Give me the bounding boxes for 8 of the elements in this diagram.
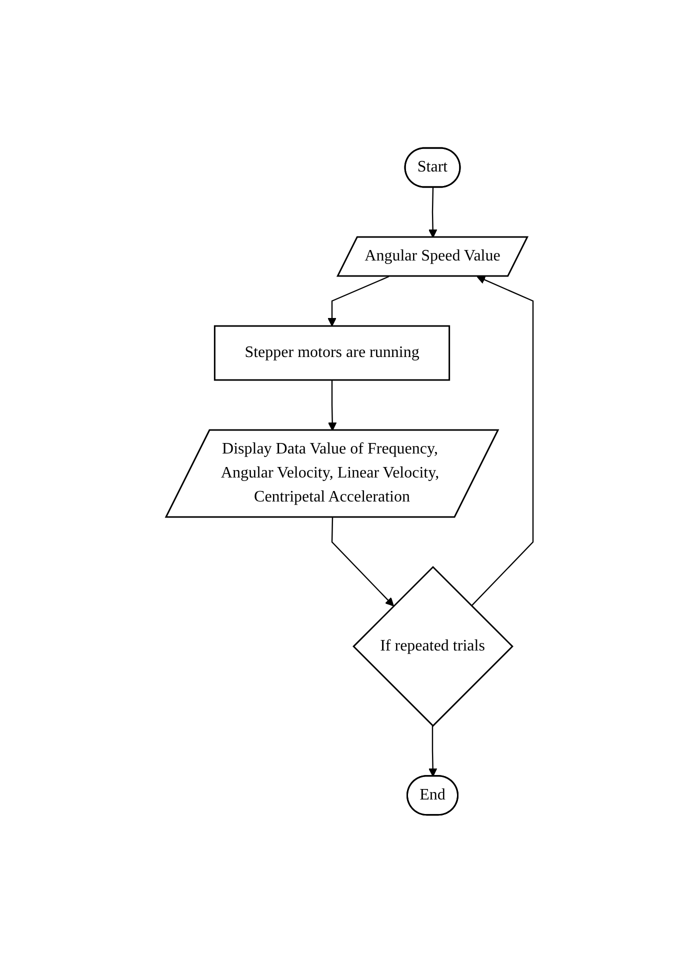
arrow xyxy=(428,725,438,776)
arrow xyxy=(331,517,394,606)
arrow xyxy=(328,380,337,430)
arrow xyxy=(328,276,390,326)
node-box: Stepper motors are running xyxy=(214,324,450,380)
node-diamond: If repeated trials xyxy=(352,566,514,726)
arrow xyxy=(471,275,534,606)
arrow xyxy=(428,187,438,238)
